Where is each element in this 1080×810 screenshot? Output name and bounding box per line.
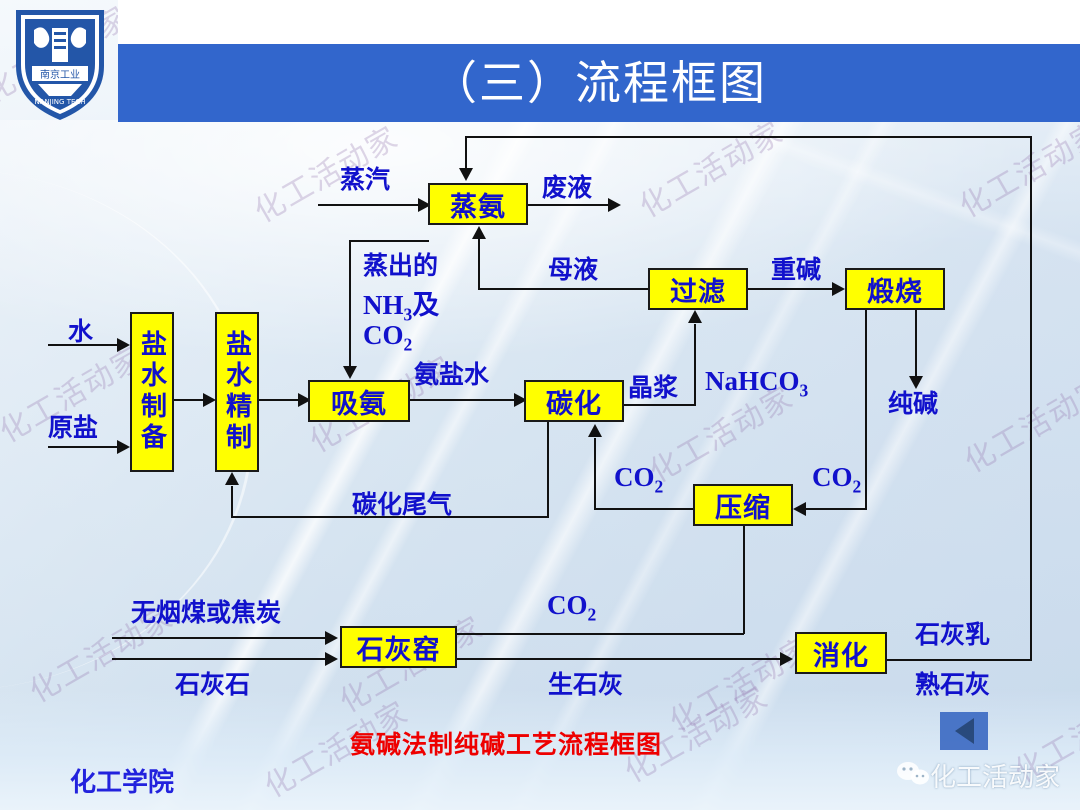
connector-crystal-slurry-vertical	[694, 324, 696, 404]
connector-steam-line	[318, 204, 422, 206]
connector-comp-co2-arrowhead	[588, 424, 602, 437]
stream-label-distilled-co2: CO2	[363, 320, 413, 355]
flow-box-slaking[interactable]: 消化	[795, 632, 887, 674]
diagram-caption: 氨碱法制纯碱工艺流程框图	[350, 730, 663, 759]
flow-box-ammonia-absorption[interactable]: 吸氨	[308, 380, 410, 422]
stream-label-tail-gas: 碳化尾气	[352, 490, 453, 519]
connector-heavy-alkali-arrowhead	[832, 282, 845, 296]
stream-label-mother-liquor: 母液	[548, 255, 599, 284]
connector-refine-to-absorption-line	[259, 399, 301, 401]
flow-box-calcination[interactable]: 煅烧	[845, 268, 945, 310]
connector-calc-co2-horizontal	[806, 508, 866, 510]
connector-comp-co2-vertical	[594, 438, 596, 508]
connector-quicklime-arrowhead	[780, 652, 793, 666]
stream-label-slaked-lime: 熟石灰	[915, 670, 991, 699]
stream-label-lime-milk: 石灰乳	[915, 620, 991, 649]
connector-distilled-gas-arrowhead	[343, 366, 357, 379]
connector-anthracite-line	[112, 637, 328, 639]
flow-box-label: 消化	[813, 640, 869, 672]
connector-limestone-line	[112, 658, 328, 660]
flow-box-brine-prep[interactable]: 盐水制备	[130, 312, 174, 472]
stream-label-ammoniated-brine: 氨盐水	[414, 360, 490, 389]
previous-slide-button[interactable]	[940, 712, 988, 750]
stream-label-waste-liquor: 废液	[542, 173, 593, 202]
connector-lime-milk-horizontal-top	[465, 136, 1032, 138]
stream-label-nahco3: NaHCO3	[705, 366, 809, 401]
connector-lime-milk-horizontal-bottom	[887, 659, 1032, 661]
connector-lime-milk-vertical-down	[465, 136, 467, 170]
connector-raw-salt-arrowhead	[117, 440, 130, 454]
flow-box-label: 碳化	[546, 388, 602, 420]
flow-box-label: 盐水精制	[221, 330, 252, 454]
connector-lime-milk-arrowhead	[459, 168, 473, 181]
connector-tail-gas-vertical-left	[231, 486, 233, 518]
stream-label-raw-salt: 原盐	[48, 413, 99, 442]
connector-lime-milk-vertical-right	[1030, 136, 1032, 660]
connector-mother-liquor-arrowhead	[472, 226, 486, 239]
connector-kiln-co2-vertical	[743, 526, 745, 634]
connector-mother-liquor-vertical	[478, 238, 480, 288]
flow-box-label: 蒸氨	[450, 191, 506, 223]
connector-crystal-slurry-horizontal	[624, 404, 696, 406]
connector-heavy-alkali-line	[748, 288, 836, 290]
watermark-text: 化工活动家	[958, 369, 1080, 481]
stream-label-water: 水	[68, 317, 94, 346]
stream-label-anthracite: 无烟煤或焦炭	[131, 598, 282, 627]
wechat-account-name: 化工活动家	[930, 763, 1061, 793]
connector-tail-gas-arrowhead	[225, 472, 239, 485]
stream-label-soda-ash: 纯碱	[888, 389, 939, 418]
connector-distilled-gas-vertical	[349, 240, 351, 368]
flow-box-filtration[interactable]: 过滤	[648, 268, 748, 310]
connector-raw-salt-line	[48, 446, 120, 448]
flow-box-label: 盐水制备	[136, 330, 167, 454]
connector-water-arrowhead	[117, 338, 130, 352]
nanjing-tech-university-crest-icon: 南京工业 NANJING TECH	[16, 10, 104, 120]
stream-label-limestone: 石灰石	[175, 670, 251, 699]
connector-distilled-gas-horizontal	[349, 240, 429, 242]
connector-soda-ash-vertical	[915, 310, 917, 378]
header-white-strip	[118, 0, 1080, 45]
flow-box-label: 石灰窑	[356, 634, 441, 666]
stream-label-co2-to-carbonation: CO2	[614, 462, 664, 497]
play-back-icon	[954, 718, 974, 744]
college-label: 化工学院	[70, 768, 175, 798]
stream-label-co2-from-calcination: CO2	[812, 462, 862, 497]
stream-label-steam: 蒸汽	[340, 165, 391, 194]
flow-box-label: 压缩	[715, 492, 771, 524]
flow-box-carbonation[interactable]: 碳化	[524, 380, 624, 422]
connector-comp-co2-horizontal	[594, 508, 694, 510]
connector-calc-co2-vertical	[865, 310, 867, 510]
flow-box-compression[interactable]: 压缩	[693, 484, 793, 526]
connector-kiln-co2-horizontal	[457, 633, 744, 635]
connector-anthracite-arrowhead	[325, 631, 338, 645]
connector-waste-liquor-line	[528, 204, 612, 206]
connector-tail-gas-vertical-right	[547, 422, 549, 518]
stream-label-distilled-gas: 蒸出的	[363, 251, 439, 280]
connector-ammoniated-brine-line	[410, 399, 517, 401]
flow-box-lime-kiln[interactable]: 石灰窑	[340, 626, 457, 668]
header-bar	[118, 44, 1080, 122]
connector-crystal-slurry-arrowhead	[688, 310, 702, 323]
svg-text:NANJING TECH: NANJING TECH	[34, 98, 85, 106]
page-title: （三）流程框图	[431, 56, 767, 110]
stream-label-co2-from-kiln: CO2	[547, 590, 597, 625]
connector-calc-co2-arrowhead	[793, 502, 806, 516]
stream-label-crystal-slurry: 晶浆	[628, 373, 679, 402]
stream-label-quicklime: 生石灰	[548, 670, 624, 699]
connector-limestone-arrowhead	[325, 652, 338, 666]
connector-quicklime-line	[457, 658, 783, 660]
connector-mother-liquor-horizontal	[478, 288, 650, 290]
wechat-logo-icon	[897, 762, 929, 785]
svg-text:南京工业: 南京工业	[40, 68, 80, 81]
flow-box-ammonia-still[interactable]: 蒸氨	[428, 183, 528, 225]
connector-waste-liquor-arrowhead	[608, 198, 621, 212]
flow-box-label: 煅烧	[867, 276, 923, 308]
stream-label-heavy-alkali: 重碱	[771, 255, 822, 284]
flow-box-label: 吸氨	[331, 388, 387, 420]
watermark-text: 化工活动家	[953, 114, 1080, 226]
flow-box-label: 过滤	[670, 276, 726, 308]
watermark-text: 化工活动家	[633, 114, 790, 226]
flow-box-brine-refine[interactable]: 盐水精制	[215, 312, 259, 472]
